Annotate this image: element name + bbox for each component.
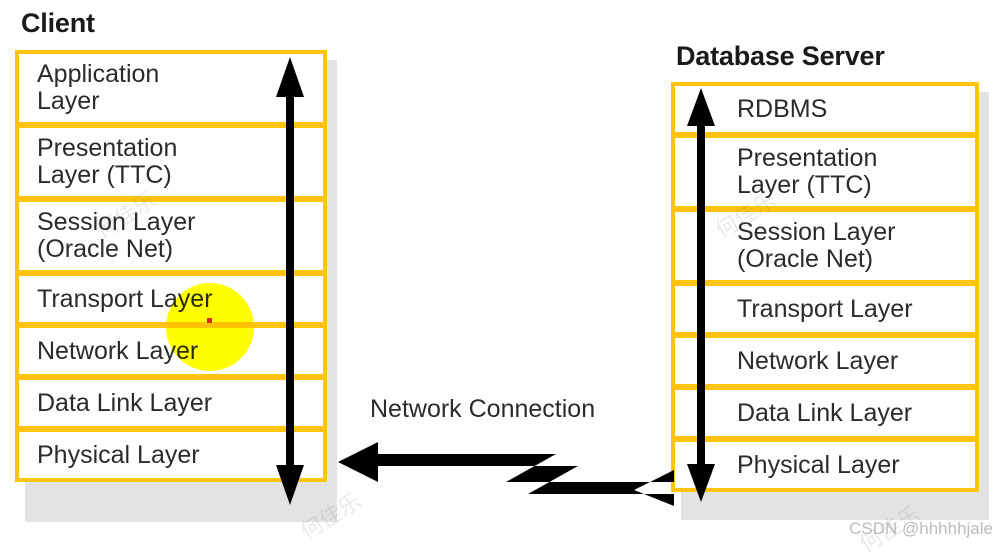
client-layer-transport-label: Transport Layer	[37, 284, 213, 313]
server-layer-session[interactable]: Session Layer (Oracle Net)	[671, 208, 979, 284]
client-layer-session[interactable]: Session Layer (Oracle Net)	[15, 198, 327, 274]
server-layer-physical[interactable]: Physical Layer	[671, 438, 979, 492]
server-layer-transport-label: Transport Layer	[737, 294, 913, 323]
server-layer-presentation-label: Presentation Layer (TTC)	[737, 144, 878, 199]
server-layer-presentation[interactable]: Presentation Layer (TTC)	[671, 134, 979, 210]
server-layer-data-link[interactable]: Data Link Layer	[671, 386, 979, 440]
client-layer-data-link-label: Data Link Layer	[37, 388, 213, 417]
server-layer-physical-label: Physical Layer	[737, 450, 900, 479]
network-connection-zigzag-arrow-icon	[338, 442, 674, 506]
client-layer-presentation[interactable]: Presentation Layer (TTC)	[15, 124, 327, 200]
client-layer-network-label: Network Layer	[37, 336, 199, 365]
client-stack-title: Client	[21, 8, 95, 38]
client-layer-physical-label: Physical Layer	[37, 440, 200, 469]
csdn-watermark: CSDN @hhhhhjale	[849, 519, 993, 538]
client-layer-network[interactable]: Network Layer	[15, 324, 327, 378]
server-layer-session-label: Session Layer (Oracle Net)	[737, 218, 896, 273]
server-layer-data-link-label: Data Link Layer	[737, 398, 913, 427]
server-protocol-stack: RDBMS Presentation Layer (TTC) Session L…	[671, 82, 979, 492]
client-layer-application[interactable]: Application Layer	[15, 50, 327, 126]
client-layer-transport[interactable]: Transport Layer	[15, 272, 327, 326]
client-layer-physical[interactable]: Physical Layer	[15, 428, 327, 482]
client-protocol-stack: Application Layer Presentation Layer (TT…	[15, 50, 327, 482]
client-layer-data-link[interactable]: Data Link Layer	[15, 376, 327, 430]
server-layer-rdbms-label: RDBMS	[737, 94, 828, 123]
server-layer-rdbms[interactable]: RDBMS	[671, 82, 979, 136]
server-stack-title: Database Server	[676, 41, 885, 71]
client-layer-presentation-label: Presentation Layer (TTC)	[37, 134, 178, 189]
network-connection-label: Network Connection	[370, 395, 596, 423]
client-layer-application-label: Application Layer	[37, 60, 160, 115]
server-layer-transport[interactable]: Transport Layer	[671, 282, 979, 336]
server-layer-network[interactable]: Network Layer	[671, 334, 979, 388]
server-layer-network-label: Network Layer	[737, 346, 899, 375]
client-layer-session-label: Session Layer (Oracle Net)	[37, 208, 196, 263]
